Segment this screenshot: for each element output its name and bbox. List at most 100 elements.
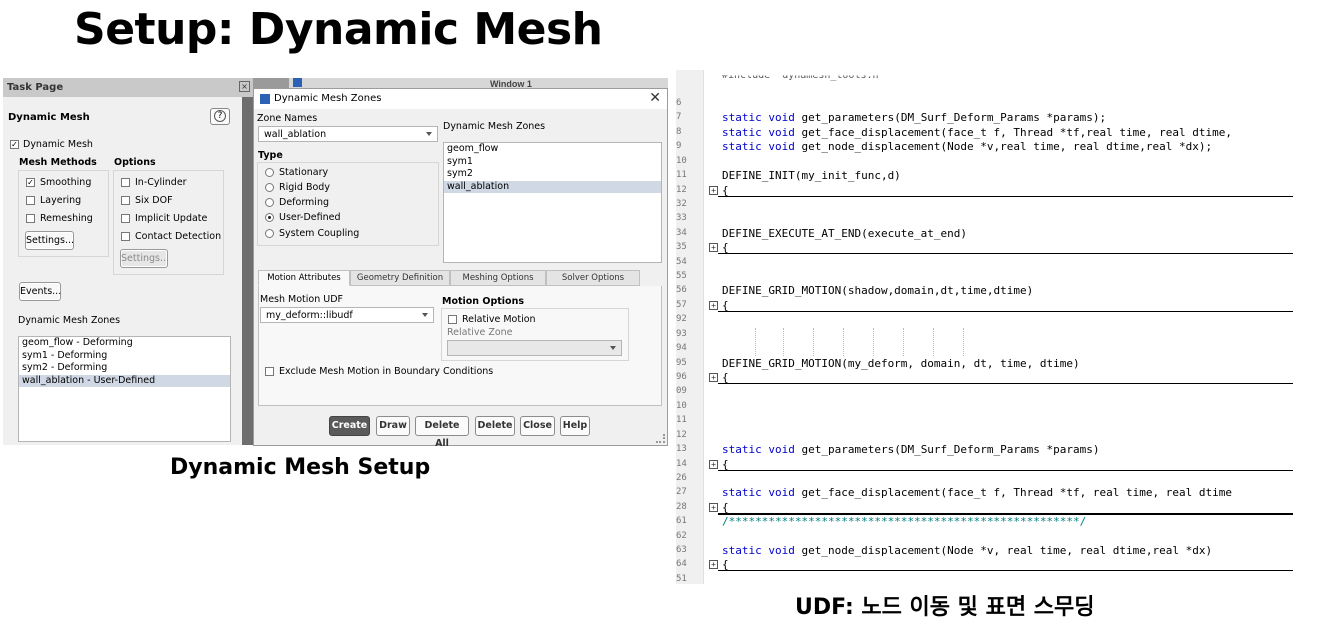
app-icon [260, 94, 270, 104]
close-icon[interactable]: × [239, 81, 250, 92]
line-number: 95 [676, 357, 687, 368]
line-number: 94 [676, 343, 687, 354]
six-dof-checkbox[interactable] [121, 196, 130, 205]
events-button[interactable]: Events... [19, 282, 61, 301]
implicit-update-checkbox[interactable] [121, 214, 130, 223]
fold-line [718, 514, 1293, 516]
contact-detection-checkbox[interactable] [121, 232, 130, 241]
list-item[interactable]: geom_flow - Deforming [22, 337, 133, 348]
fold-expand-icon[interactable]: + [709, 502, 718, 512]
chevron-down-icon [426, 132, 432, 136]
dialog-zones-listbox[interactable]: geom_flow sym1 sym2 wall_ablation [443, 142, 662, 263]
fold-expand-icon[interactable]: + [709, 560, 718, 570]
options-settings-button[interactable]: Settings... [120, 249, 169, 268]
type-stationary-radio[interactable] [265, 168, 274, 177]
line-number: 7 [676, 112, 682, 123]
indent-guide [813, 328, 814, 356]
dialog-title: Dynamic Mesh Zones [274, 93, 382, 104]
tab-solver-options[interactable]: Solver Options [546, 270, 640, 286]
list-item-selected[interactable]: wall_ablation - User-Defined [19, 374, 230, 387]
relative-zone-select[interactable] [447, 340, 622, 356]
line-number: 51 [676, 573, 687, 584]
relative-zone-label: Relative Zone [447, 327, 513, 338]
fold-line [718, 512, 1293, 514]
type-user-defined-radio[interactable] [265, 213, 274, 222]
fold-expand-icon[interactable]: + [709, 459, 718, 469]
contact-detection-label: Contact Detection [135, 231, 222, 242]
draw-button[interactable]: Draw [376, 416, 410, 436]
indent-guide [873, 328, 874, 356]
type-system-coupling-radio[interactable] [265, 229, 274, 238]
remeshing-checkbox[interactable] [26, 214, 35, 223]
fold-expand-icon[interactable]: + [709, 185, 718, 195]
type-rigid-body-radio[interactable] [265, 183, 274, 192]
code-line: static void get_face_displacement(face_t… [722, 486, 1232, 500]
zone-names-label: Zone Names [257, 113, 318, 124]
zones-label: Dynamic Mesh Zones [18, 315, 121, 326]
task-page-panel: Task Page × Dynamic Mesh ? ✓ Dynamic Mes… [3, 78, 253, 445]
motion-options-label: Motion Options [442, 296, 524, 307]
relative-motion-checkbox[interactable] [448, 315, 457, 324]
indent-guide [843, 328, 844, 356]
line-number: 26 [676, 472, 687, 483]
line-number: 13 [676, 444, 687, 455]
zones-listbox[interactable]: geom_flow - Deforming sym1 - Deforming s… [18, 336, 231, 442]
delete-all-button[interactable]: Delete All [415, 416, 469, 449]
code-line: { [722, 457, 729, 471]
settings-button[interactable]: Settings... [25, 231, 74, 250]
indent-guide [755, 328, 756, 356]
tab-meshing-options[interactable]: Meshing Options [450, 270, 546, 286]
line-number: 96 [676, 371, 687, 382]
resize-grip-icon[interactable] [656, 434, 665, 443]
delete-button[interactable]: Delete [475, 416, 515, 436]
code-line: static void get_face_displacement(face_t… [722, 125, 1232, 139]
close-icon[interactable]: ✕ [649, 90, 661, 106]
chevron-down-icon [422, 313, 428, 317]
line-number: 33 [676, 213, 687, 224]
code-line: /***************************************… [722, 515, 1087, 529]
in-cylinder-checkbox[interactable] [121, 178, 130, 187]
line-number: 63 [676, 545, 687, 556]
list-item[interactable]: sym2 [447, 168, 473, 179]
list-item-selected[interactable]: wall_ablation [444, 180, 661, 193]
list-item[interactable]: geom_flow [447, 143, 499, 154]
fold-expand-icon[interactable]: + [709, 372, 718, 382]
close-button[interactable]: Close [520, 416, 555, 436]
window-toolbar [253, 78, 289, 90]
type-system-coupling-label: System Coupling [279, 228, 360, 239]
layering-checkbox[interactable] [26, 196, 35, 205]
code-line: { [722, 183, 729, 197]
zones-list-label: Dynamic Mesh Zones [443, 121, 546, 132]
caption-dynamic-mesh-setup: Dynamic Mesh Setup [170, 455, 431, 480]
zone-names-select[interactable]: wall_ablation [258, 126, 438, 142]
code-line: { [722, 558, 729, 572]
mesh-motion-udf-select[interactable]: my_deform::libudf [260, 307, 434, 323]
dialog-titlebar[interactable]: Dynamic Mesh Zones [254, 89, 667, 109]
list-item[interactable]: sym1 [447, 155, 473, 167]
fold-line [718, 195, 1293, 197]
fold-expand-icon[interactable]: + [709, 300, 718, 310]
line-number: 8 [676, 126, 682, 137]
tab-geometry-definition[interactable]: Geometry Definition [350, 270, 450, 286]
dynamic-mesh-checkbox[interactable]: ✓ [10, 140, 19, 149]
mesh-methods-group [18, 170, 109, 257]
help-button[interactable]: Help [560, 416, 590, 436]
exclude-motion-checkbox[interactable] [265, 367, 274, 376]
list-item[interactable]: sym1 - Deforming [22, 349, 108, 361]
type-deforming-radio[interactable] [265, 198, 274, 207]
indent-guide [963, 328, 964, 356]
task-page-scrollbar[interactable] [242, 97, 253, 445]
relative-motion-label: Relative Motion [462, 314, 536, 325]
smoothing-checkbox[interactable]: ✓ [26, 178, 35, 187]
section-title: Dynamic Mesh [8, 112, 90, 123]
dynamic-mesh-label: Dynamic Mesh [23, 139, 93, 150]
line-number: 12 [676, 184, 687, 195]
line-number: 55 [676, 271, 687, 282]
help-button[interactable]: ? [210, 108, 230, 125]
create-button[interactable]: Create [329, 416, 370, 436]
fold-line [718, 570, 1293, 572]
tab-motion-attributes[interactable]: Motion Attributes [258, 270, 350, 286]
line-number: 14 [676, 458, 687, 469]
list-item[interactable]: sym2 - Deforming [22, 362, 108, 373]
fold-expand-icon[interactable]: + [709, 243, 718, 253]
